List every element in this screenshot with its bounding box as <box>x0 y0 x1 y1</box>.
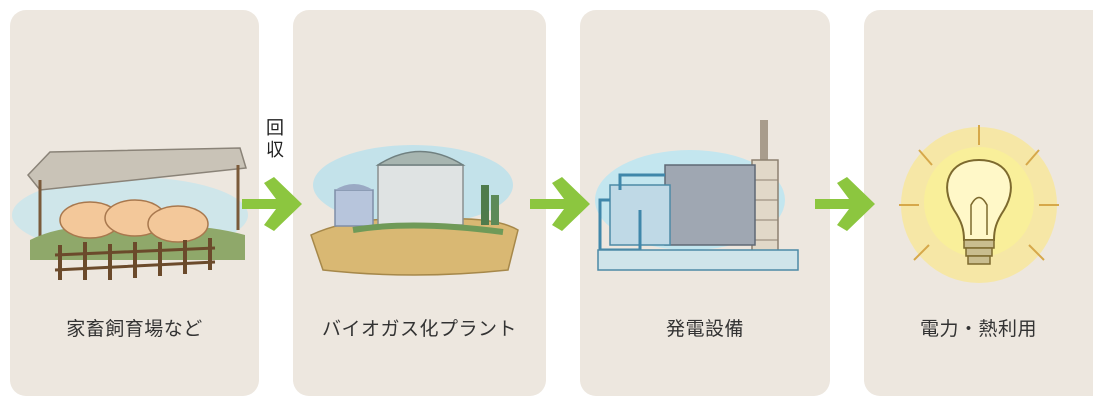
step-label-power: 発電設備 <box>665 318 744 340</box>
step-label-biogas: バイオガス化プラント <box>321 318 517 340</box>
light-bulb-icon <box>899 125 1059 283</box>
arrow-right-icon <box>530 177 590 231</box>
step-card-energy: 電力・熱利用 <box>864 10 1093 396</box>
livestock-farm-icon <box>12 147 248 280</box>
power-generation-icon <box>595 120 799 271</box>
arrow-right-icon <box>815 177 875 231</box>
biogas-plant-icon <box>310 145 519 276</box>
arrow-right-icon <box>242 177 302 231</box>
collect-label: 回収 <box>266 118 284 161</box>
step-card-power: 発電設備 <box>580 10 830 396</box>
step-card-biogas: バイオガス化プラント <box>293 10 546 396</box>
step-label-energy: 電力・熱利用 <box>919 318 1037 340</box>
step-label-livestock: 家畜飼育場など <box>66 318 203 340</box>
step-card-livestock: 家畜飼育場など <box>10 10 259 396</box>
